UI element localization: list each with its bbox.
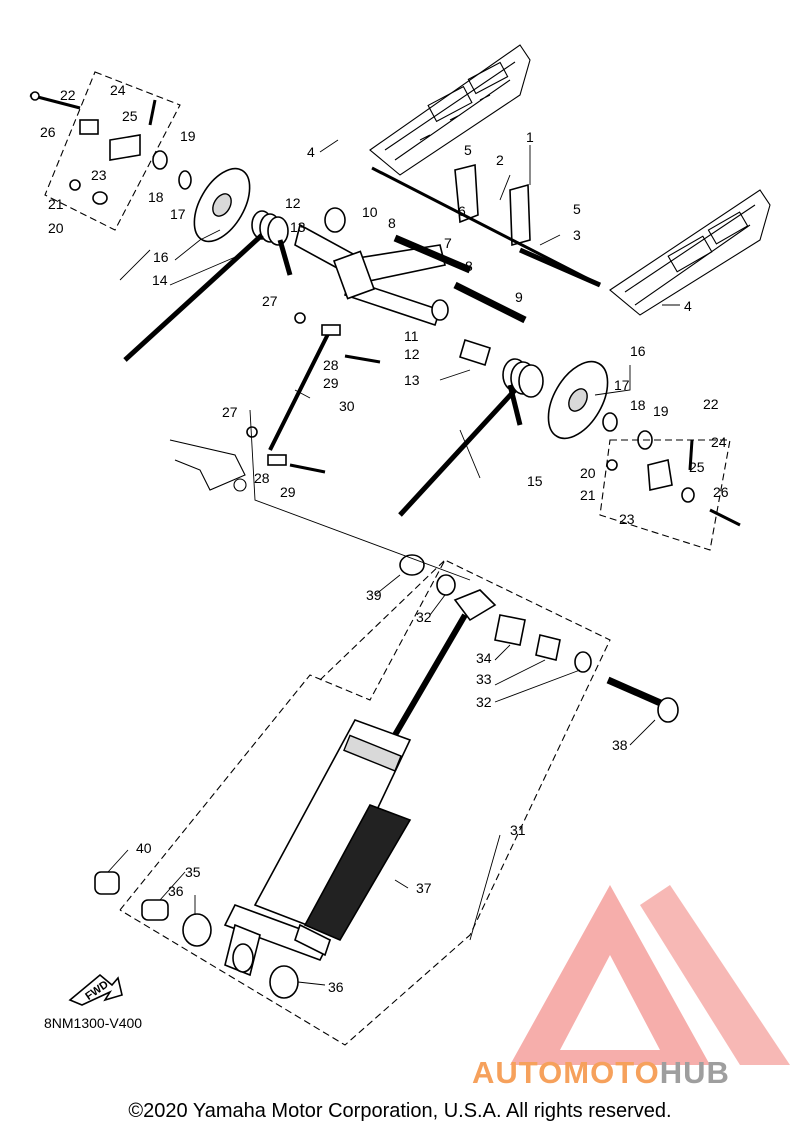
shock-absorber: [223, 589, 497, 977]
frame-rail-upper: [369, 44, 531, 176]
automotohub-logo: [510, 885, 790, 1065]
callout-9: 9: [515, 289, 523, 305]
callout-16b: 16: [630, 343, 646, 359]
callout-17a: 17: [170, 206, 186, 222]
grouping-boxes: [44, 71, 731, 1046]
callout-19a: 19: [180, 128, 196, 144]
callout-21b: 21: [580, 487, 596, 503]
callout-33: 33: [476, 671, 492, 687]
callout-28a: 28: [323, 357, 339, 373]
callout-6: 6: [458, 203, 466, 219]
callout-12b: 12: [404, 346, 420, 362]
callout-23b: 23: [619, 511, 635, 527]
callout-22b: 22: [703, 396, 719, 412]
callout-36b: 36: [328, 979, 344, 995]
callout-32b: 32: [476, 694, 492, 710]
callout-20b: 20: [580, 465, 596, 481]
callout-27a: 27: [262, 293, 278, 309]
callout-29a: 29: [323, 375, 339, 391]
callout-32a: 32: [416, 609, 432, 625]
callout-30: 30: [339, 398, 355, 414]
left-wheel-assembly: [29, 91, 251, 243]
callout-24b: 24: [711, 434, 727, 450]
callouts: 1 2 3 4 4 5 5 6 7 8 8 9 10 11 12 12 13 1…: [40, 82, 729, 995]
frame-rail-lower: [609, 189, 771, 316]
watermark-text-part2: HUB: [659, 1055, 730, 1090]
callout-22a: 22: [60, 87, 76, 103]
callout-3: 3: [573, 227, 581, 243]
callout-8b: 8: [465, 258, 473, 274]
callout-7: 7: [444, 235, 452, 251]
callout-23a: 23: [91, 167, 107, 183]
callout-26a: 26: [40, 124, 56, 140]
shock-hardware: [94, 554, 679, 999]
callout-13b: 13: [404, 372, 420, 388]
callout-8a: 8: [388, 215, 396, 231]
callout-40: 40: [136, 840, 152, 856]
watermark-text-part1: AUTOMOTO: [472, 1055, 660, 1090]
callout-14: 14: [152, 272, 168, 288]
callout-18a: 18: [148, 189, 164, 205]
callout-2: 2: [496, 152, 504, 168]
callout-1: 1: [526, 129, 534, 145]
callout-15: 15: [527, 473, 543, 489]
callout-27b: 27: [222, 404, 238, 420]
callout-24a: 24: [110, 82, 126, 98]
watermark-text: AUTOMOTOHUB: [472, 1055, 730, 1091]
callout-18b: 18: [630, 397, 646, 413]
callout-35: 35: [185, 864, 201, 880]
callout-4b: 4: [684, 298, 692, 314]
callout-5b: 5: [573, 201, 581, 217]
right-wheel-assembly: [547, 360, 741, 527]
callout-13a: 13: [290, 219, 306, 235]
pivot-arm: [294, 207, 527, 367]
fwd-arrow-icon: FWD: [68, 973, 123, 1006]
callout-37: 37: [416, 880, 432, 896]
callout-10: 10: [362, 204, 378, 220]
callout-21a: 21: [48, 196, 64, 212]
callout-25a: 25: [122, 108, 138, 124]
bracket-assembly: [371, 163, 602, 288]
callout-31: 31: [510, 822, 526, 838]
right-torsion-spring: [398, 358, 544, 517]
callout-5a: 5: [464, 142, 472, 158]
callout-12a: 12: [285, 195, 301, 211]
callout-26b: 26: [713, 484, 729, 500]
callout-39: 39: [366, 587, 382, 603]
callout-11: 11: [404, 328, 419, 344]
leader-lines: [107, 139, 680, 986]
callout-17b: 17: [614, 377, 630, 393]
callout-34: 34: [476, 650, 492, 666]
callout-20a: 20: [48, 220, 64, 236]
rear-frame-bracket: [169, 439, 247, 492]
link-rod: [246, 312, 381, 474]
callout-36a: 36: [168, 883, 184, 899]
callout-16a: 16: [153, 249, 169, 265]
callout-28b: 28: [254, 470, 270, 486]
callout-19b: 19: [653, 403, 669, 419]
callout-38: 38: [612, 737, 628, 753]
copyright-notice: ©2020 Yamaha Motor Corporation, U.S.A. A…: [128, 1100, 672, 1122]
diagram-code: 8NM1300-V400: [44, 1015, 143, 1031]
callout-4a: 4: [307, 144, 315, 160]
callout-29b: 29: [280, 484, 296, 500]
callout-25b: 25: [689, 459, 705, 475]
